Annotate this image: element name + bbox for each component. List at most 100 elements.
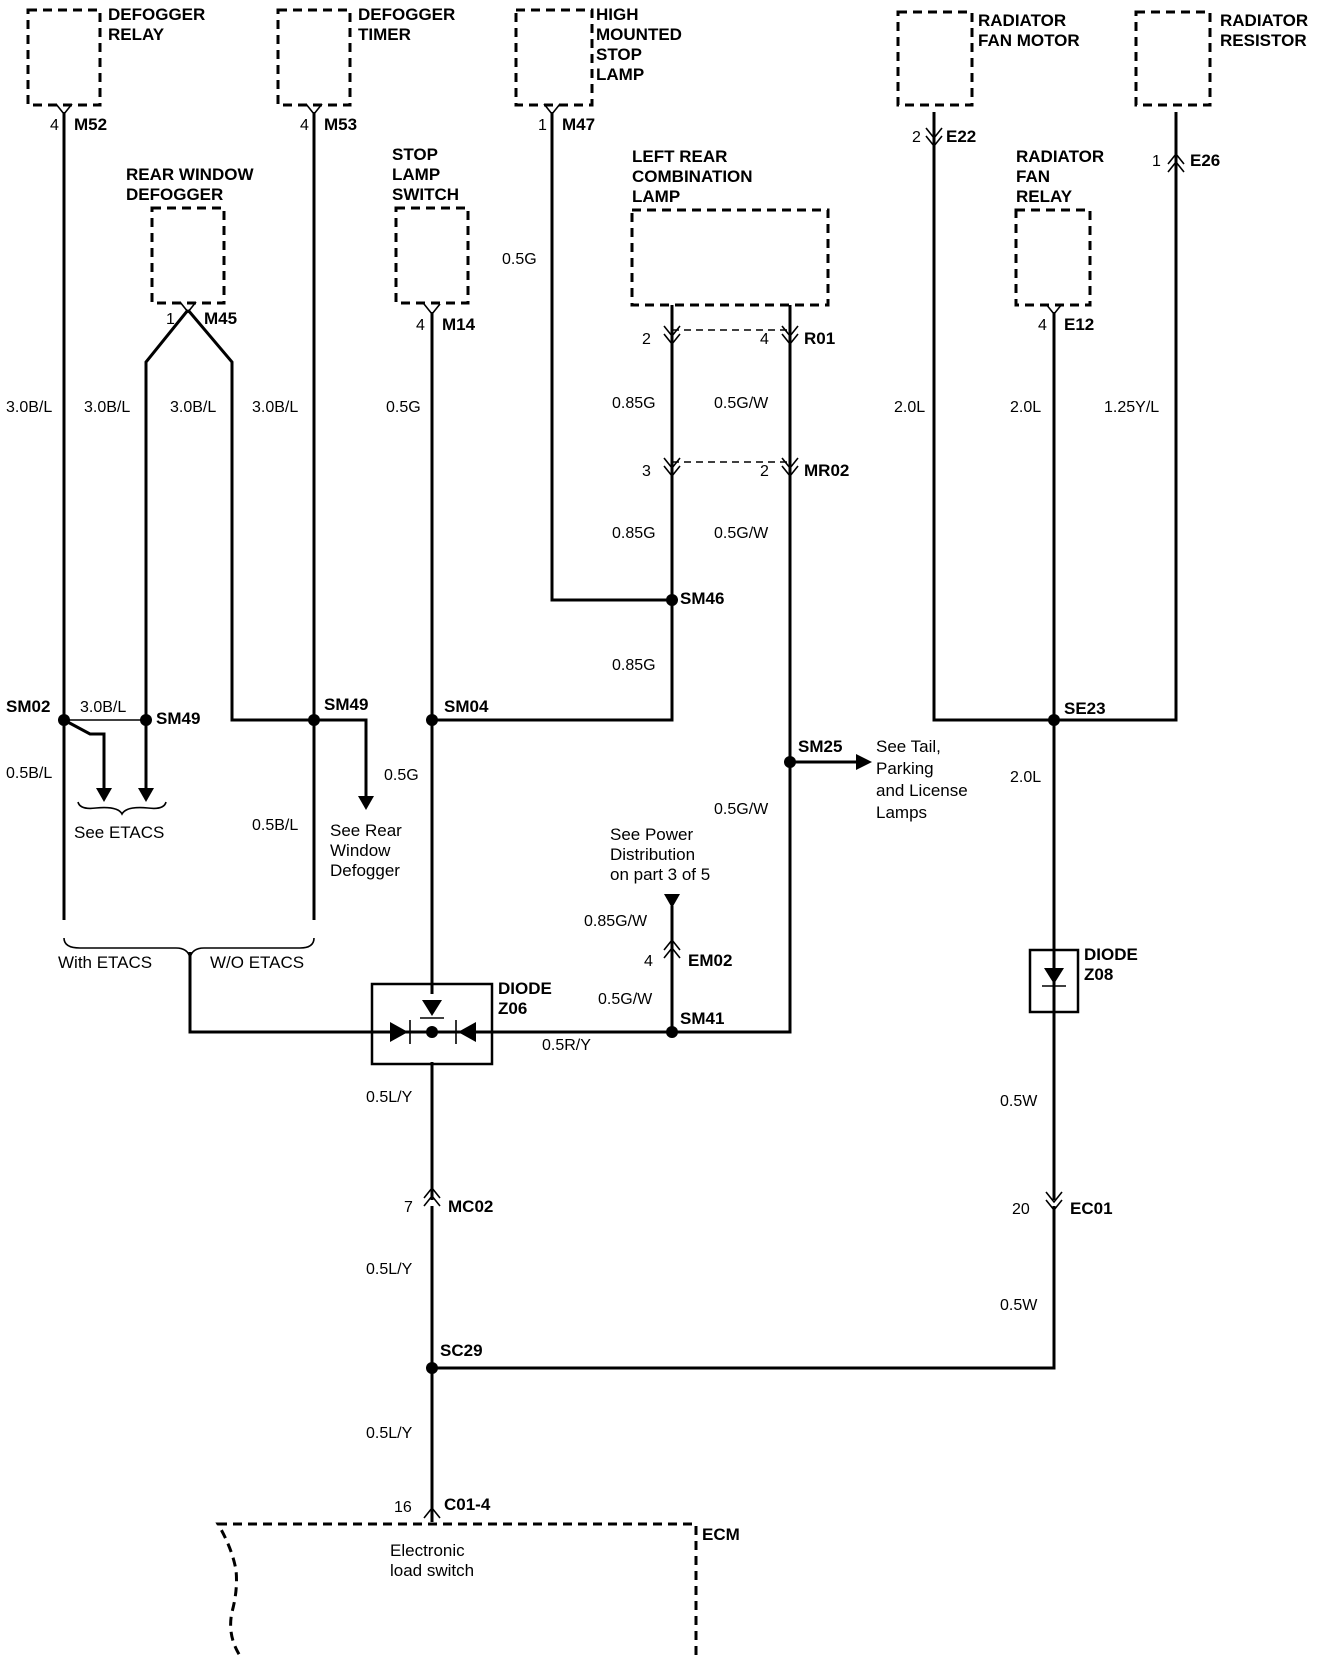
conn-mr02-b-symbol (781, 457, 799, 478)
defogger-timer-box (276, 8, 352, 107)
splice-z06-center-dot (426, 1026, 438, 1038)
conn-m45-symbol (179, 301, 197, 314)
m14-name: M14 (442, 315, 476, 334)
conn-e26-symbol (1167, 152, 1185, 173)
m53-pin: 4 (300, 117, 309, 134)
etacs-brace (77, 801, 167, 816)
wire-label-05gw-2: 0.5G/W (714, 525, 769, 542)
wire-label-05ry: 0.5R/Y (542, 1037, 591, 1054)
stop-lamp-switch-box (394, 206, 470, 305)
wire-m45-left (144, 309, 190, 720)
m52-pin: 4 (50, 117, 59, 134)
conn-m53-symbol (305, 103, 323, 116)
high-mounted-stop-lamp-box (514, 8, 594, 107)
wire-label-30bl-1: 3.0B/L (6, 399, 52, 416)
splice-sc29-dot (426, 1362, 438, 1374)
note-see-tail-4: Lamps (876, 803, 927, 822)
defogger-relay-label-1: DEFOGGER (108, 5, 205, 24)
hmsl-label-3: STOP (596, 45, 642, 64)
wire-label-05gw-1: 0.5G/W (714, 395, 769, 412)
sm49a-label: SM49 (156, 709, 200, 728)
conn-m14-symbol (423, 303, 441, 316)
conn-c01-4-symbol (423, 1506, 441, 1519)
defogger-timer-label-2: TIMER (358, 25, 411, 44)
splice-se23-dot (1048, 714, 1060, 726)
wire-label-05ly-2: 0.5L/Y (366, 1261, 413, 1278)
radiator-fan-relay-label-1: RADIATOR (1016, 147, 1104, 166)
conn-ec01-symbol (1045, 1191, 1063, 1212)
arrow-etacs-2 (138, 788, 154, 802)
note-see-etacs: See ETACS (74, 823, 164, 842)
m53-name: M53 (324, 115, 357, 134)
diode-z06-box (370, 982, 494, 1066)
m47-name: M47 (562, 115, 595, 134)
connector-symbols (55, 103, 1185, 1519)
hmsl-label-2: MOUNTED (596, 25, 682, 44)
hmsl-label-1: HIGH (596, 5, 639, 24)
left-rear-combination-lamp-box (630, 208, 830, 307)
wire-label-05ly-1: 0.5L/Y (366, 1089, 413, 1106)
r01-pin-a: 2 (642, 331, 651, 348)
radiator-fan-relay-box (1014, 208, 1092, 307)
radiator-fan-relay-label-3: RELAY (1016, 187, 1073, 206)
note-see-tail-2: Parking (876, 759, 934, 778)
wire-lrcl-pin4 (672, 305, 792, 1034)
rear-window-defogger-label-1: REAR WINDOW (126, 165, 254, 184)
note-see-rear-1: See Rear (330, 821, 402, 840)
lrcl-label-2: COMBINATION (632, 167, 753, 186)
ec01-pin: 20 (1012, 1201, 1030, 1218)
radiator-resistor-label-2: RESISTOR (1220, 31, 1307, 50)
wire-label-05w-1: 0.5W (1000, 1093, 1038, 1110)
mc02-pin: 7 (404, 1199, 413, 1216)
e22-pin: 2 (912, 129, 921, 146)
wire-label-05gw-4: 0.5G/W (598, 991, 653, 1008)
wire-sm04-sm46 (432, 600, 674, 722)
e22-name: E22 (946, 127, 976, 146)
note-see-power-2: Distribution (610, 845, 695, 864)
wire-label-30bl-h: 3.0B/L (80, 699, 126, 716)
conn-e12-symbol (1045, 303, 1063, 316)
rear-window-defogger-label-2: DEFOGGER (126, 185, 223, 204)
wire-label-05g-1: 0.5G (386, 399, 421, 416)
wire-label-30bl-2: 3.0B/L (84, 399, 130, 416)
wire-m45-right (186, 309, 314, 722)
wire-label-085g-3: 0.85G (612, 657, 656, 674)
rear-window-defogger-box (150, 206, 226, 305)
defogger-relay-box (26, 8, 102, 107)
radiator-fan-relay-label-2: FAN (1016, 167, 1050, 186)
diode-z06-label-2: Z06 (498, 999, 527, 1018)
wire-sm02-etacs (63, 718, 106, 790)
wire-hmsl (550, 112, 672, 602)
wire-ec01-sc29 (432, 1206, 1056, 1370)
se23-label: SE23 (1064, 699, 1106, 718)
m45-pin: 1 (166, 311, 175, 328)
ec01-name: EC01 (1070, 1199, 1113, 1218)
sm49b-label: SM49 (324, 695, 368, 714)
wire-label-05w-2: 0.5W (1000, 1297, 1038, 1314)
splice-sm46-dot (666, 594, 678, 606)
defogger-relay-label-2: RELAY (108, 25, 165, 44)
arrow-etacs-1 (96, 788, 112, 802)
ecm-box (215, 1522, 698, 1656)
conn-em02-symbol (663, 938, 681, 959)
wire-label-085g-2: 0.85G (612, 525, 656, 542)
mr02-pin-b: 2 (760, 463, 769, 480)
arrow-tail (856, 754, 872, 770)
wire-label-30bl-4: 3.0B/L (252, 399, 298, 416)
conn-m52-symbol (55, 103, 73, 116)
sm46-label: SM46 (680, 589, 724, 608)
sm02-label: SM02 (6, 697, 50, 716)
radiator-fan-motor-label-1: RADIATOR (978, 11, 1066, 30)
defogger-timer-label-1: DEFOGGER (358, 5, 455, 24)
e12-name: E12 (1064, 315, 1094, 334)
conn-mc02-symbol (423, 1186, 441, 1207)
wire-label-20l-2: 2.0L (1010, 399, 1041, 416)
r01-pin-b: 4 (760, 331, 769, 348)
splice-sm41-dot (666, 1026, 678, 1038)
wire-label-085g-1: 0.85G (612, 395, 656, 412)
stop-lamp-switch-label-3: SWITCH (392, 185, 459, 204)
stop-lamp-switch-label-1: STOP (392, 145, 438, 164)
ecm-text-1: Electronic (390, 1541, 465, 1560)
arrow-power (664, 894, 680, 908)
